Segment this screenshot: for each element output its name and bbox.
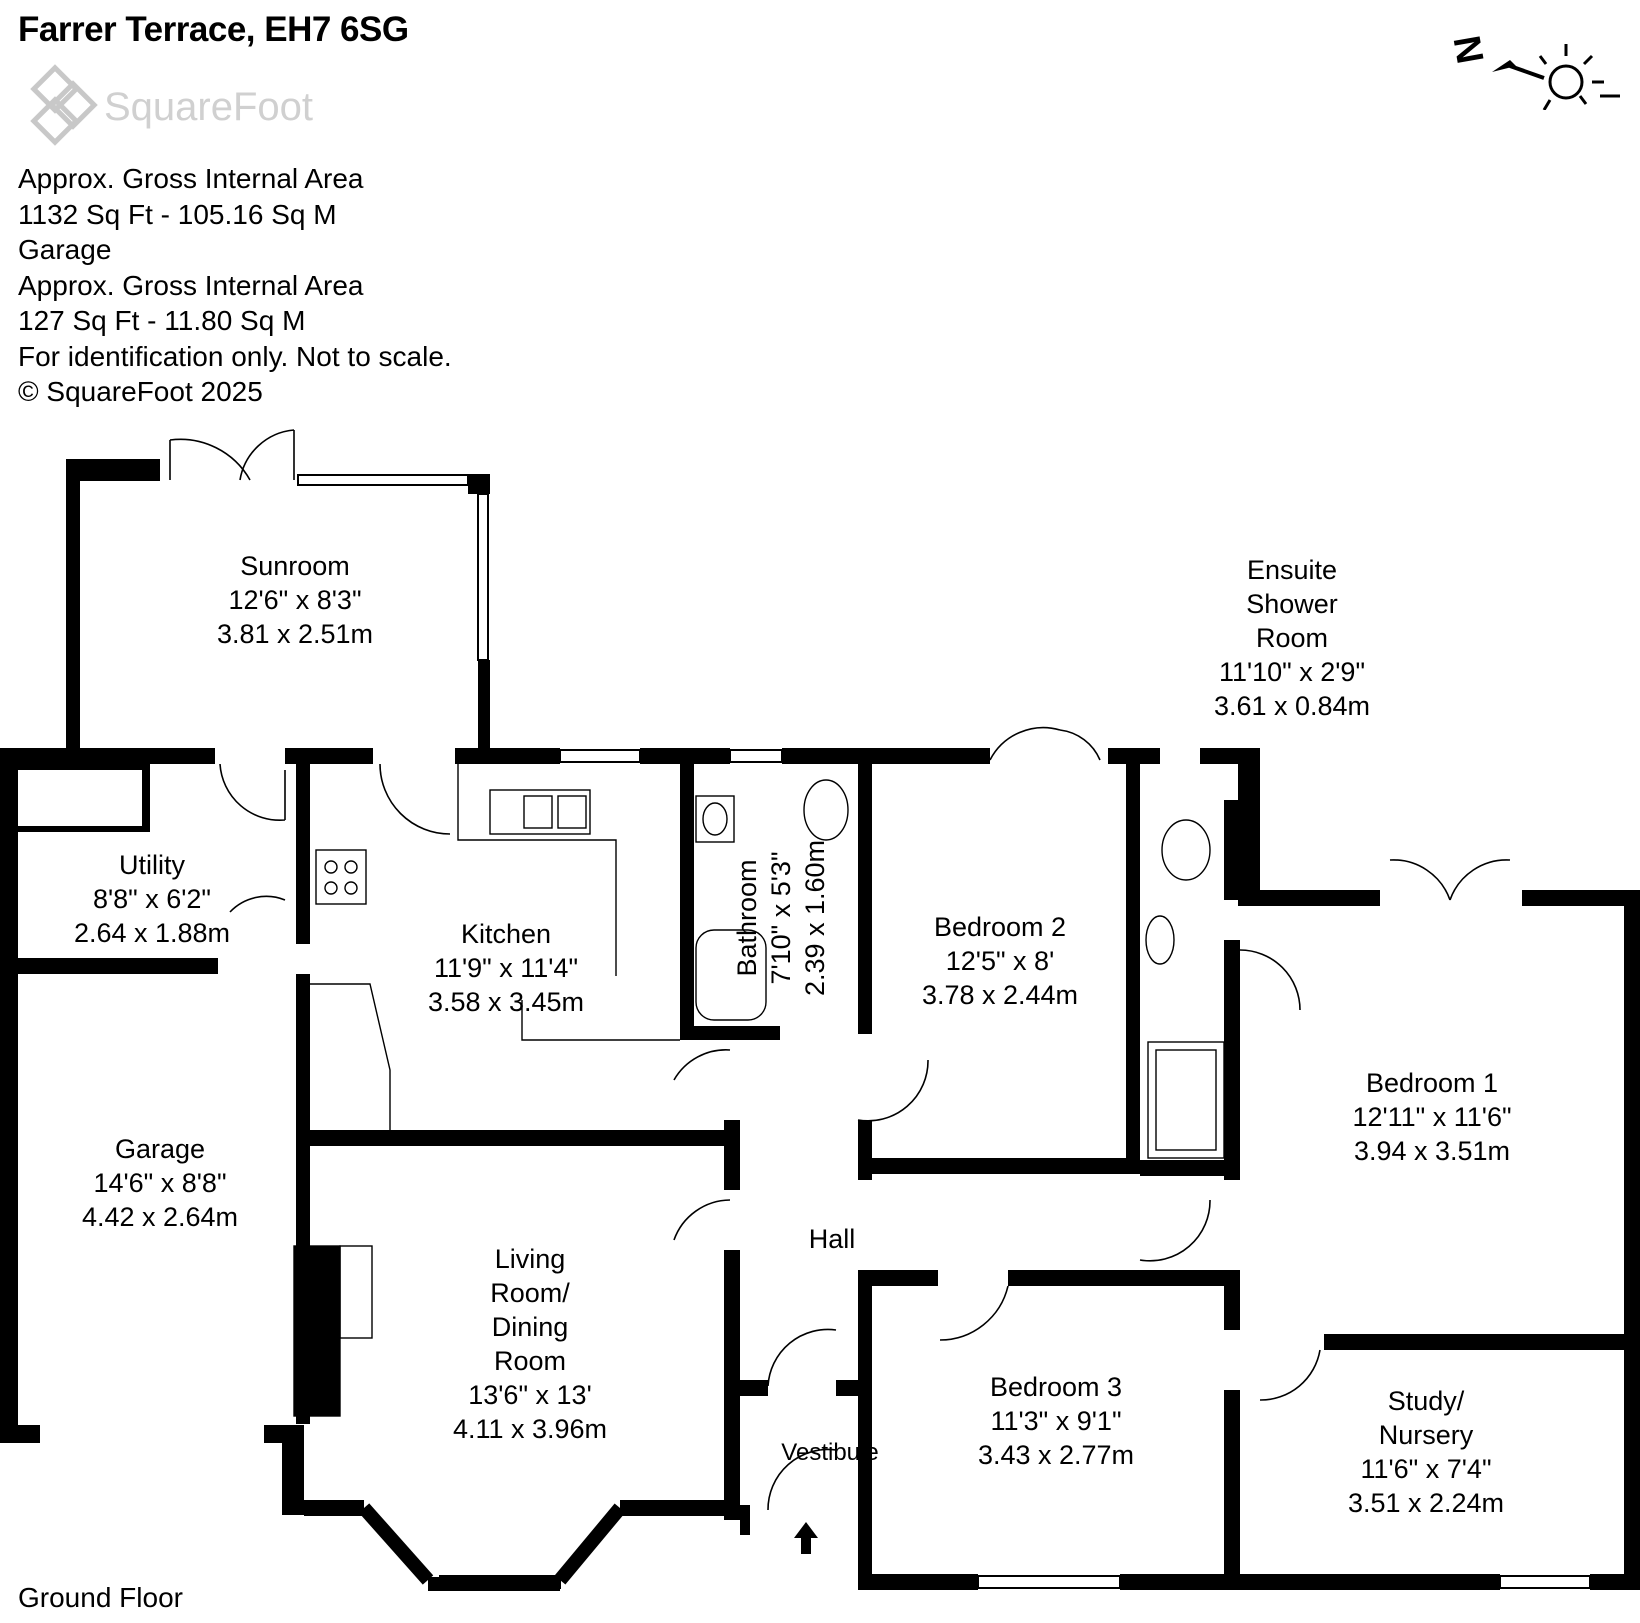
floor-label: Ground Floor bbox=[18, 1582, 183, 1613]
living-metric: 4.11 x 3.96m bbox=[453, 1414, 607, 1444]
bedroom2-metric: 3.78 x 2.44m bbox=[922, 980, 1078, 1010]
bathroom-imperial: 7'10" x 5'3" bbox=[766, 851, 796, 984]
kitchen-imperial: 11'9" x 11'4" bbox=[434, 953, 578, 983]
hall-name: Hall bbox=[809, 1224, 856, 1254]
info-line: 127 Sq Ft - 11.80 Sq M bbox=[18, 305, 306, 336]
bedroom3-imperial: 11'3" x 9'1" bbox=[990, 1406, 1121, 1436]
info-line: Approx. Gross Internal Area bbox=[18, 163, 364, 194]
living-name-2: Room/ bbox=[490, 1278, 570, 1308]
bedroom3-name: Bedroom 3 bbox=[990, 1372, 1122, 1402]
bedroom1-name: Bedroom 1 bbox=[1366, 1068, 1498, 1098]
sunroom-metric: 3.81 x 2.51m bbox=[217, 619, 373, 649]
study-name-1: Study/ bbox=[1388, 1386, 1465, 1416]
bedroom1-imperial: 12'11" x 11'6" bbox=[1352, 1102, 1511, 1132]
ensuite-name-1: Ensuite bbox=[1247, 555, 1337, 585]
north-letter: N bbox=[1445, 33, 1491, 67]
bedroom2-imperial: 12'5" x 8' bbox=[946, 946, 1054, 976]
study-metric: 3.51 x 2.24m bbox=[1348, 1488, 1504, 1518]
bedroom1-metric: 3.94 x 3.51m bbox=[1354, 1136, 1510, 1166]
living-imperial: 13'6" x 13' bbox=[468, 1380, 591, 1410]
info-line: Approx. Gross Internal Area bbox=[18, 269, 364, 301]
kitchen-name: Kitchen bbox=[461, 919, 551, 949]
bay-window bbox=[358, 1503, 626, 1591]
door-swings bbox=[169, 429, 1511, 1511]
living-name-4: Room bbox=[494, 1346, 566, 1376]
info-line: © SquareFoot 2025 bbox=[18, 376, 263, 407]
ensuite-imperial: 11'10" x 2'9" bbox=[1219, 657, 1365, 687]
entrance-arrow-icon bbox=[794, 1522, 818, 1554]
info-line: Garage bbox=[18, 234, 112, 265]
room-labels: Sunroom 12'6" x 8'3" 3.81 x 2.51m Ensuit… bbox=[74, 551, 1512, 1518]
sunroom-imperial: 12'6" x 8'3" bbox=[228, 585, 361, 615]
logo-wordmark: SquareFoot bbox=[104, 85, 313, 129]
sunroom-name: Sunroom bbox=[240, 551, 350, 581]
walls bbox=[0, 459, 1640, 1590]
sun-compass-icon: N bbox=[1445, 33, 1620, 110]
ensuite-name-3: Room bbox=[1256, 623, 1328, 653]
info-line: For identification only. Not to scale. bbox=[18, 340, 452, 372]
utility-imperial: 8'8" x 6'2" bbox=[93, 884, 211, 914]
bedroom3-metric: 3.43 x 2.77m bbox=[978, 1440, 1134, 1470]
squarefoot-logo: SquareFoot bbox=[30, 64, 313, 146]
page-title: Farrer Terrace, EH7 6SG bbox=[18, 10, 409, 49]
utility-name: Utility bbox=[119, 850, 185, 880]
vestibule-name: Vestibule bbox=[781, 1439, 878, 1466]
bathroom-name: Bathroom bbox=[732, 859, 762, 976]
living-name-1: Living bbox=[495, 1244, 566, 1274]
study-name-2: Nursery bbox=[1379, 1420, 1474, 1450]
ensuite-name-2: Shower bbox=[1246, 589, 1338, 619]
fixtures bbox=[293, 764, 1225, 1417]
kitchen-metric: 3.58 x 3.45m bbox=[428, 987, 584, 1017]
info-line: 1132 Sq Ft - 105.16 Sq M bbox=[18, 198, 337, 230]
garage-imperial: 14'6" x 8'8" bbox=[93, 1168, 226, 1198]
bedroom2-name: Bedroom 2 bbox=[934, 912, 1066, 942]
area-info: Approx. Gross Internal Area 1132 Sq Ft -… bbox=[18, 161, 452, 410]
study-imperial: 11'6" x 7'4" bbox=[1360, 1454, 1491, 1484]
garage-metric: 4.42 x 2.64m bbox=[82, 1202, 238, 1232]
living-name-3: Dining bbox=[492, 1312, 569, 1342]
bathroom-metric: 2.39 x 1.60m bbox=[800, 840, 830, 996]
garage-name: Garage bbox=[115, 1134, 205, 1164]
utility-metric: 2.64 x 1.88m bbox=[74, 918, 230, 948]
ensuite-metric: 3.61 x 0.84m bbox=[1214, 691, 1370, 721]
